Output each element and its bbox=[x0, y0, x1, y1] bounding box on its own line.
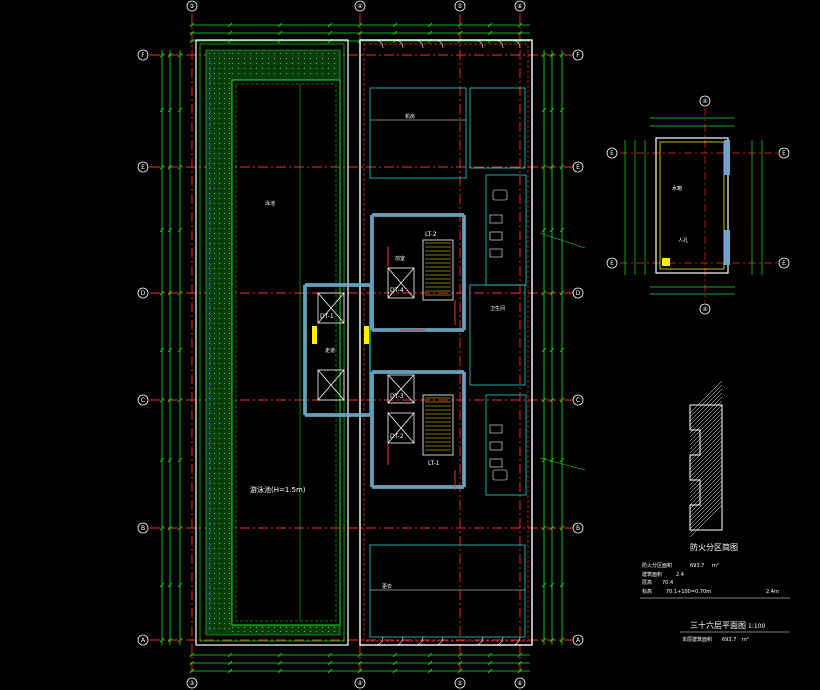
legend-line-1-value: 693.7 bbox=[690, 563, 704, 569]
axis-right-d: D bbox=[576, 290, 581, 297]
grid-bubble-labels: ③ ④ ⑤ ⑥ ③ ④ ⑤ ⑥ F E D C B A F E D C B A bbox=[141, 3, 581, 687]
dimension-ticks bbox=[159, 22, 565, 674]
room-label-c: 走道 bbox=[325, 347, 335, 354]
axis-right-f: F bbox=[576, 52, 580, 59]
axis-left-b: B bbox=[141, 525, 145, 532]
axis-bottom-3: ③ bbox=[189, 680, 194, 687]
axis-top-5: ⑤ bbox=[457, 3, 462, 10]
inset-note-1: 水箱 bbox=[672, 185, 682, 192]
legend-line-3-value: 70.4 bbox=[662, 580, 673, 586]
legend-line-4-label: 标高 bbox=[642, 588, 652, 595]
fire-doors bbox=[387, 246, 456, 490]
inset-axis-top: ④ bbox=[702, 98, 707, 105]
legend-line-2-label: 建筑面积 bbox=[642, 571, 662, 578]
legend-line-3-label: 层高 bbox=[642, 579, 652, 586]
axis-right-a: A bbox=[576, 637, 581, 644]
plan-area-unit: m² bbox=[742, 637, 749, 643]
axis-top-3: ③ bbox=[189, 3, 194, 10]
elevator-label-dt1: DT-1 bbox=[320, 313, 334, 320]
legend-line-4-value: 70.1+100=0.70m bbox=[666, 589, 711, 595]
axis-left-f: F bbox=[141, 52, 145, 59]
inset-axis-left-top: E bbox=[610, 150, 614, 157]
pool-label: 游泳池(H=1.5m) bbox=[250, 485, 306, 494]
inset-detail: ④ ④ E E E E 水箱 人孔 bbox=[606, 95, 790, 315]
axis-right-b: B bbox=[576, 525, 580, 532]
axis-right-c: C bbox=[576, 397, 580, 404]
axis-bottom-4: ④ bbox=[357, 680, 362, 687]
plan-area-value: 693.7 bbox=[722, 637, 736, 643]
stair-label-lt2: LT-2 bbox=[425, 231, 437, 238]
room-label-a: 机房 bbox=[405, 113, 415, 120]
room-label-f: 更衣 bbox=[382, 583, 392, 590]
axis-left-a: A bbox=[141, 637, 146, 644]
axis-left-d: D bbox=[141, 290, 146, 297]
grid-bubbles bbox=[137, 0, 584, 689]
axis-bottom-5: ⑤ bbox=[457, 680, 462, 687]
legend-line-1-unit: m² bbox=[712, 563, 719, 569]
elevator-label-dt3: DT-3 bbox=[390, 393, 404, 400]
stair-cores bbox=[422, 239, 454, 456]
axis-top-6: ⑥ bbox=[517, 3, 522, 10]
room-label-b: 前室 bbox=[395, 255, 405, 262]
axis-left-e: E bbox=[141, 164, 145, 171]
room-label-e: 泳池 bbox=[265, 200, 275, 207]
legend-block: 防火分区面积 693.7 m² 建筑面积 2.4 层高 70.4 标高 70.1… bbox=[642, 562, 779, 595]
leader-lines bbox=[539, 232, 586, 471]
fire-zone-diagram bbox=[689, 380, 723, 538]
inset-note-2: 人孔 bbox=[678, 237, 688, 244]
room-label-d: 卫生间 bbox=[490, 305, 505, 312]
inset-axis-right-top: E bbox=[782, 150, 786, 157]
axis-left-c: C bbox=[141, 397, 145, 404]
yellow-markers bbox=[312, 326, 369, 344]
axis-bottom-6: ⑥ bbox=[517, 680, 522, 687]
legend-line-2-value: 2.4 bbox=[676, 572, 684, 578]
legend-line-4-right: 2.4m bbox=[766, 589, 779, 595]
inset-axis-left-bottom: E bbox=[610, 260, 614, 267]
legend-line-1-label: 防火分区面积 bbox=[642, 562, 672, 569]
plan-title: 三十六层平面图 bbox=[690, 620, 746, 630]
axis-right-e: E bbox=[576, 164, 580, 171]
perimeter-openings bbox=[374, 39, 521, 646]
axis-top-4: ④ bbox=[357, 3, 362, 10]
elevator-label-dt4: DT-4 bbox=[390, 287, 404, 294]
elevator-label-dt2: DT-2 bbox=[390, 433, 404, 440]
pool-area bbox=[195, 39, 349, 646]
plan-area-label: 本层建筑面积 bbox=[682, 636, 712, 643]
inset-axis-bottom: ④ bbox=[702, 306, 707, 313]
bathroom-fixtures bbox=[489, 189, 508, 481]
inset-axis-right-bottom: E bbox=[782, 260, 786, 267]
stair-label-lt1: LT-1 bbox=[428, 460, 440, 467]
elevator-shafts bbox=[317, 267, 415, 444]
fire-zone-title: 防火分区简图 bbox=[690, 542, 738, 552]
plan-scale: 1:100 bbox=[748, 623, 765, 630]
